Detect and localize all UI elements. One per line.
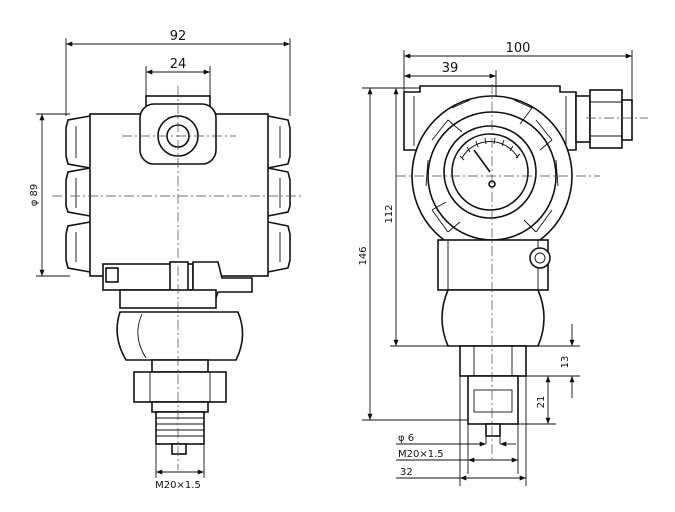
- dim-front-thread: M20×1.5: [155, 444, 205, 491]
- front-sensor-body: [116, 311, 244, 373]
- dim-side-hex-size-label: 32: [400, 467, 413, 478]
- dim-side-thread-length: 21: [518, 376, 556, 425]
- dim-side-thread-label: M20×1.5: [398, 449, 444, 460]
- gauge-ticks: [459, 137, 521, 161]
- front-cable-gland: [139, 95, 217, 165]
- dim-side-width: 100: [403, 41, 633, 102]
- dim-side-offset-label: 39: [442, 61, 459, 76]
- dim-side-offset: 39: [404, 61, 497, 96]
- dim-side-upper-height: 112: [384, 88, 460, 347]
- dim-side-hole: φ 6: [396, 433, 516, 447]
- dim-front-thread-label: M20×1.5: [155, 480, 201, 491]
- dim-side-total-height-label: 146: [358, 246, 369, 265]
- dim-front-width: 92: [65, 29, 291, 116]
- dim-side-thread: M20×1.5: [396, 424, 519, 474]
- dim-side-hex-height-label: 13: [560, 356, 571, 369]
- front-view: 92 24 φ 89 M20×1.5: [29, 29, 304, 491]
- dim-front-head: 24: [145, 57, 211, 100]
- gauge-needle: [473, 149, 491, 173]
- dim-side-hex-size: 32: [396, 376, 527, 486]
- dim-side-width-label: 100: [506, 41, 531, 56]
- dim-front-width-label: 92: [170, 29, 187, 44]
- dim-side-thread-length-label: 21: [536, 396, 547, 409]
- side-view: 100 39 146 112 13: [358, 41, 648, 486]
- dim-front-diameter-label: φ 89: [29, 184, 40, 207]
- dim-side-hole-label: φ 6: [398, 433, 414, 444]
- dim-side-upper-height-label: 112: [384, 204, 395, 223]
- side-gauge-face: [443, 125, 537, 219]
- front-left-fins: [65, 115, 91, 273]
- dim-side-hex-height: 13: [526, 324, 580, 398]
- front-right-fins: [267, 115, 291, 273]
- side-cable-gland: [575, 89, 633, 149]
- dim-front-diameter: φ 89: [29, 113, 70, 277]
- side-lower-body: [437, 239, 551, 437]
- dim-side-total-height: 146: [358, 87, 468, 421]
- front-hex-fitting: [133, 371, 227, 455]
- dim-front-head-label: 24: [170, 57, 187, 72]
